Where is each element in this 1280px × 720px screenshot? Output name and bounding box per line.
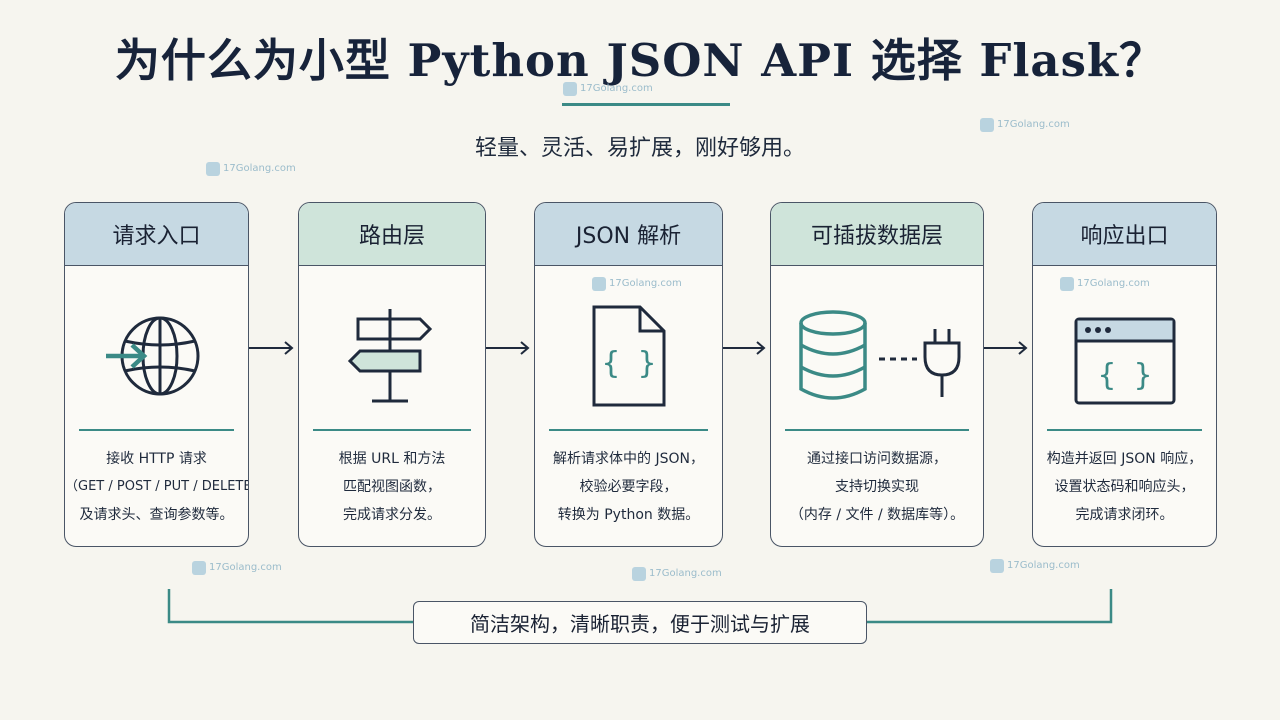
- watermark: 17Golang.com: [1060, 277, 1150, 291]
- stage-card-pluggable-data-layer: 可插拔数据层 通过接口访问数据源， 支持切换实现 （内存 / 文件 / 数据库等…: [770, 202, 984, 547]
- card-divider: [785, 429, 969, 431]
- description-line: 构造并返回 JSON 响应，: [1046, 451, 1203, 467]
- watermark-text: 17Golang.com: [997, 119, 1070, 130]
- description-line: 接收 HTTP 请求: [106, 451, 207, 467]
- watermark-text: 17Golang.com: [649, 568, 722, 579]
- stage-header: 可插拔数据层: [771, 203, 983, 266]
- watermark-logo-icon: [592, 277, 606, 291]
- stage-header: JSON 解析: [535, 203, 722, 266]
- watermark: 17Golang.com: [592, 277, 682, 291]
- stage-description: 通过接口访问数据源， 支持切换实现 （内存 / 文件 / 数据库等）。: [771, 445, 983, 529]
- watermark-logo-icon: [206, 162, 220, 176]
- description-line: 完成请求分发。: [343, 507, 441, 523]
- page-subtitle: 轻量、灵活、易扩展，刚好够用。: [474, 136, 805, 161]
- description-line: 校验必要字段，: [579, 479, 678, 495]
- stage-description: 接收 HTTP 请求 （GET / POST / PUT / DELETE） 及…: [65, 445, 248, 529]
- svg-text:{ }: { }: [1097, 358, 1151, 393]
- flow-arrow: [984, 341, 1028, 355]
- stage-card-request-entry: 请求入口 接收 HTTP 请求 （GET / POST / PUT / DELE…: [64, 202, 249, 547]
- description-line: 设置状态码和响应头，: [1054, 479, 1195, 495]
- watermark-text: 17Golang.com: [209, 562, 282, 573]
- json-document-icon: { }: [535, 281, 722, 431]
- watermark-logo-icon: [632, 567, 646, 581]
- card-divider: [1047, 429, 1202, 431]
- title-underline: [562, 103, 730, 106]
- stage-description: 根据 URL 和方法 匹配视图函数， 完成请求分发。: [299, 445, 485, 529]
- flow-arrow: [723, 341, 766, 355]
- watermark-text: 17Golang.com: [1007, 560, 1080, 571]
- stage-description: 解析请求体中的 JSON， 校验必要字段， 转换为 Python 数据。: [535, 445, 722, 529]
- database-plug-icon: [771, 281, 983, 431]
- card-divider: [549, 429, 708, 431]
- svg-text:{ }: { }: [601, 346, 655, 381]
- watermark-logo-icon: [192, 561, 206, 575]
- description-line: 通过接口访问数据源，: [807, 451, 947, 467]
- watermark: 17Golang.com: [192, 561, 282, 575]
- summary-banner: 简洁架构，清晰职责，便于测试与扩展: [413, 601, 867, 644]
- watermark-logo-icon: [1060, 277, 1074, 291]
- globe-enter-icon: [65, 281, 248, 431]
- card-divider: [79, 429, 234, 431]
- stage-card-routing: 路由层 根据 URL 和方法 匹配视图函数， 完成请求分发。: [298, 202, 486, 547]
- watermark-text: 17Golang.com: [609, 278, 682, 289]
- description-line: 及请求头、查询参数等。: [79, 507, 234, 523]
- description-line: 匹配视图函数，: [343, 479, 441, 495]
- watermark-text: 17Golang.com: [223, 163, 296, 174]
- flow-arrow: [486, 341, 530, 355]
- watermark: 17Golang.com: [980, 118, 1070, 132]
- stage-header: 响应出口: [1033, 203, 1216, 266]
- stage-card-response-exit: 响应出口 { } 构造并返回 JSON 响应， 设置状态码和响应头， 完成请求闭…: [1032, 202, 1217, 547]
- stage-card-json-parsing: JSON 解析 { } 解析请求体中的 JSON， 校验必要字段， 转换为 Py…: [534, 202, 723, 547]
- page-title: 为什么为小型 Python JSON API 选择 Flask？: [114, 34, 1166, 87]
- watermark-logo-icon: [563, 82, 577, 96]
- signpost-icon: [299, 281, 485, 431]
- watermark-text: 17Golang.com: [580, 83, 653, 94]
- watermark-text: 17Golang.com: [1077, 278, 1150, 289]
- watermark: 17Golang.com: [563, 82, 653, 96]
- description-line: 支持切换实现: [835, 479, 919, 495]
- description-line: （GET / POST / PUT / DELETE）: [65, 479, 249, 494]
- description-line: （内存 / 文件 / 数据库等）。: [789, 507, 965, 523]
- description-line: 根据 URL 和方法: [338, 451, 446, 467]
- description-line: 解析请求体中的 JSON，: [553, 451, 704, 467]
- flow-arrow: [249, 341, 294, 355]
- stage-description: 构造并返回 JSON 响应， 设置状态码和响应头， 完成请求闭环。: [1033, 445, 1216, 529]
- description-line: 完成请求闭环。: [1075, 507, 1174, 523]
- watermark: 17Golang.com: [990, 559, 1080, 573]
- json-window-icon: { }: [1033, 281, 1216, 431]
- watermark: 17Golang.com: [206, 162, 296, 176]
- stage-header: 路由层: [299, 203, 485, 266]
- watermark-logo-icon: [980, 118, 994, 132]
- stage-header: 请求入口: [65, 203, 248, 266]
- description-line: 转换为 Python 数据。: [557, 507, 700, 523]
- watermark-logo-icon: [990, 559, 1004, 573]
- card-divider: [313, 429, 471, 431]
- watermark: 17Golang.com: [632, 567, 722, 581]
